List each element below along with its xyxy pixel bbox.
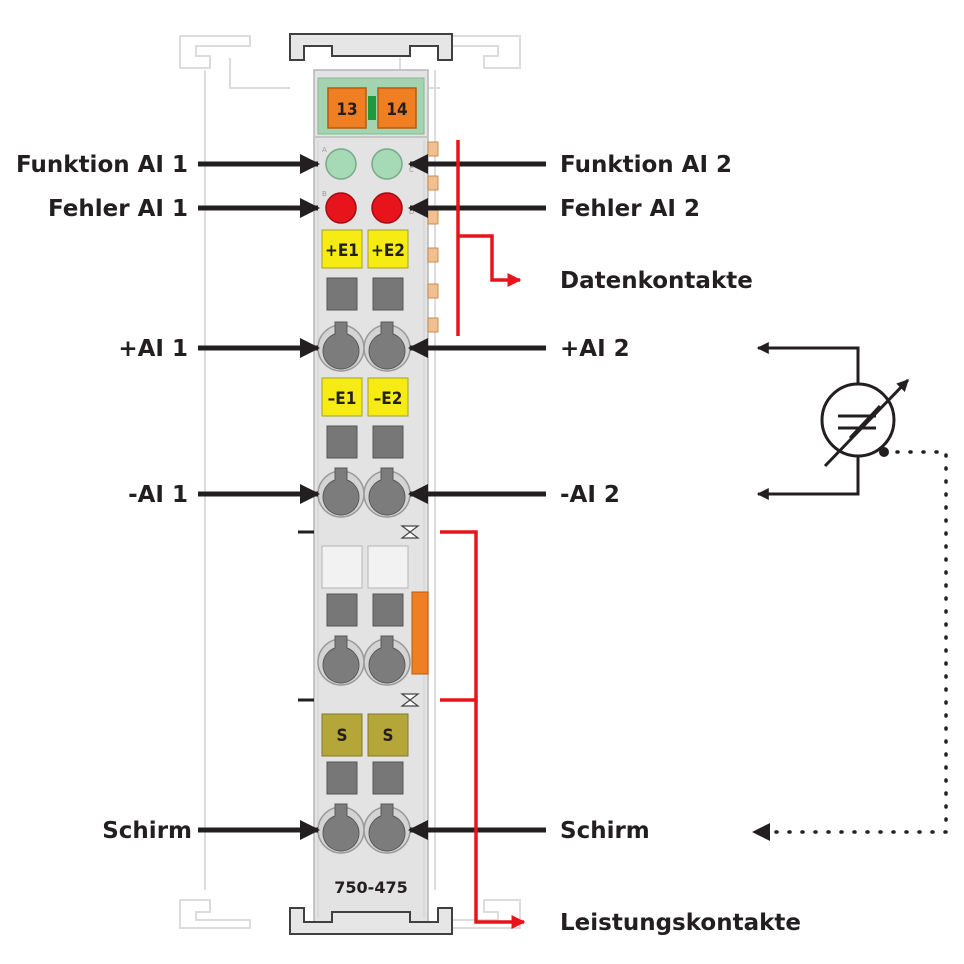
- led-letter-b: B: [322, 190, 327, 198]
- tag-shield-1: S: [336, 726, 347, 746]
- release-buttons: [326, 277, 404, 795]
- label-minus-ai2: -AI 2: [560, 482, 620, 508]
- tag-minus-e1: –E1: [328, 389, 357, 409]
- label-fehler-ai1: Fehler AI 1: [48, 196, 188, 222]
- tags-minus: –E1 –E2: [321, 377, 409, 417]
- label-plus-ai2: +AI 2: [560, 336, 630, 362]
- clamp-shield-1: [317, 803, 365, 854]
- left-arrows: [198, 154, 320, 840]
- leistungskontakte-bracket: [440, 530, 526, 929]
- tag-plus-e2: +E2: [371, 241, 405, 261]
- tags-empty: [321, 545, 409, 589]
- label-plus-ai1: +AI 1: [118, 336, 188, 362]
- connector-tabs: 13 14: [327, 87, 417, 129]
- sensor-symbol: [756, 342, 910, 500]
- label-minus-ai1: -AI 1: [128, 482, 188, 508]
- led-letter-a: A: [322, 146, 327, 154]
- shield-dotted-line: [756, 450, 948, 834]
- led-area: A C B D: [322, 146, 414, 224]
- clamp-plus-ai1: [317, 321, 365, 372]
- tab-label-13: 13: [336, 100, 357, 120]
- tag-plus-e1: +E1: [325, 241, 359, 261]
- right-arrows: [408, 154, 546, 840]
- clamp-power-2: [363, 635, 411, 686]
- label-fehler-ai2: Fehler AI 2: [560, 196, 700, 222]
- label-schirm-left: Schirm: [102, 818, 192, 844]
- shield-arrowhead: [752, 823, 770, 841]
- tag-shield-2: S: [382, 726, 393, 746]
- label-leistungskontakte: Leistungskontakte: [560, 910, 801, 936]
- datenkontakte-bracket: [456, 140, 522, 336]
- label-schirm-right: Schirm: [560, 818, 650, 844]
- data-contact-pads: [427, 141, 439, 333]
- led-function-ai2: [371, 148, 403, 180]
- tab-label-14: 14: [386, 100, 407, 120]
- led-error-ai1: [325, 192, 357, 224]
- rail-clip: [289, 33, 453, 935]
- led-function-ai1: [325, 148, 357, 180]
- led-letter-c: C: [409, 166, 414, 174]
- label-datenkontakte: Datenkontakte: [560, 268, 753, 294]
- clamp-power-1: [317, 635, 365, 686]
- clamp-plus-ai2: [363, 321, 411, 372]
- module-number: 750-475: [334, 878, 407, 897]
- tag-minus-e2: –E2: [374, 389, 403, 409]
- tags-plus: +E1 +E2: [321, 229, 409, 269]
- tags-shield: S S: [321, 713, 409, 757]
- label-funktion-ai2: Funktion AI 2: [560, 152, 732, 178]
- power-contact-blade: [298, 525, 429, 707]
- label-funktion-ai1: Funktion AI 1: [16, 152, 188, 178]
- led-error-ai2: [371, 192, 403, 224]
